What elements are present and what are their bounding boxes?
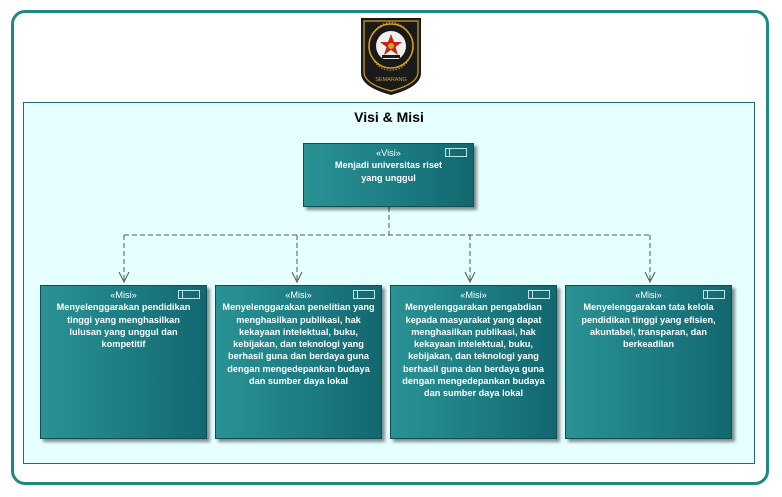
arrowhead-2 [291, 271, 303, 284]
visi-stereotype: «Visi» [376, 148, 401, 158]
misi-box-3[interactable]: «Misi» Menyelenggarakan pengabdian kepad… [390, 285, 557, 439]
misi-text: Menyelenggarakan penelitian yang menghas… [222, 302, 375, 387]
misi-stereotype: «Misi» [285, 290, 312, 300]
misi-box-2[interactable]: «Misi» Menyelenggarakan penelitian yang … [215, 285, 382, 439]
visi-text: Menjadi universitas riset yang unggul [334, 160, 443, 183]
misi-text: Menyelenggarakan tata kelola pendidikan … [581, 302, 716, 350]
container-title: Visi & Misi [354, 109, 424, 125]
component-icon [353, 290, 375, 299]
component-icon [528, 290, 550, 299]
visi-box[interactable]: «Visi» Menjadi universitas riset yang un… [303, 143, 474, 207]
arrowhead-3 [464, 271, 476, 284]
misi-box-4[interactable]: «Misi» Menyelenggarakan tata kelola pend… [565, 285, 732, 439]
university-emblem: SEMARANG [361, 18, 421, 95]
component-icon [703, 290, 725, 299]
misi-stereotype: «Misi» [460, 290, 487, 300]
misi-text: Menyelenggarakan pengabdian kepada masya… [402, 302, 545, 399]
misi-text: Menyelenggarakan pendidikan tinggi yang … [56, 302, 191, 350]
misi-box-1[interactable]: «Misi» Menyelenggarakan pendidikan tingg… [40, 285, 207, 439]
arrowhead-4 [644, 271, 656, 284]
emblem-caption: SEMARANG [375, 77, 406, 83]
component-icon [445, 148, 467, 157]
misi-stereotype: «Misi» [635, 290, 662, 300]
misi-stereotype: «Misi» [110, 290, 137, 300]
component-icon [178, 290, 200, 299]
arrowhead-1 [118, 271, 130, 284]
